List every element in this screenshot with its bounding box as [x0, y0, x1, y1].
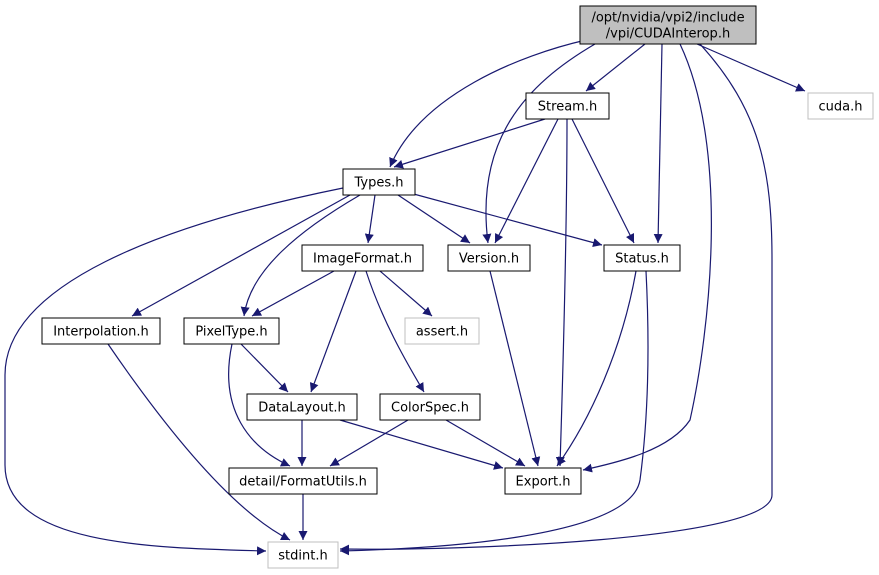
node-export[interactable]: Export.h: [504, 467, 582, 495]
edge-root-to-status: [653, 43, 663, 244]
node-status[interactable]: Status.h: [603, 244, 681, 272]
node-assert[interactable]: assert.h: [404, 317, 480, 345]
node-label: DataLayout.h: [258, 401, 346, 416]
node-box: [525, 92, 610, 120]
node-box: [447, 244, 531, 272]
node-datalayout[interactable]: DataLayout.h: [246, 393, 358, 421]
edge-root-to-stream: [585, 43, 646, 92]
node-label: Export.h: [516, 475, 571, 490]
node-stream[interactable]: Stream.h: [525, 92, 610, 120]
node-label: ImageFormat.h: [313, 252, 412, 267]
edge-root-to-types: [389, 39, 587, 168]
node-stdint[interactable]: stdint.h: [267, 541, 339, 569]
edge-types-to-version: [397, 194, 471, 244]
header-nodes: /opt/nvidia/vpi2/include/vpi/CUDAInterop…: [41, 5, 874, 569]
node-label: Types.h: [353, 176, 403, 191]
edge-types-to-pixeltype: [240, 194, 361, 317]
node-version[interactable]: Version.h: [447, 244, 531, 272]
edge-types-to-stdint: [4, 187, 344, 556]
edge-root-to-export: [582, 43, 712, 473]
dependency-edges: [4, 39, 806, 556]
node-box: [41, 317, 161, 345]
node-box: [504, 467, 582, 495]
edge-imageformat-to-datalayout: [309, 270, 357, 393]
edge-stream-to-version: [494, 118, 559, 244]
node-label: /vpi/CUDAInterop.h: [606, 27, 730, 42]
edge-status-to-stdint: [339, 270, 649, 556]
node-box: [246, 393, 358, 421]
edge-types-to-imageformat: [364, 194, 376, 244]
node-label: cuda.h: [819, 100, 863, 115]
edge-imageformat-to-assert: [379, 270, 433, 317]
node-cuda[interactable]: cuda.h: [807, 92, 874, 120]
node-label: Interpolation.h: [53, 325, 149, 340]
edge-interpolation-to-stdint: [107, 343, 291, 541]
node-box: [603, 244, 681, 272]
node-box: [404, 317, 480, 345]
node-colorspec[interactable]: ColorSpec.h: [379, 393, 481, 421]
edge-root-to-stdint: [339, 43, 773, 554]
node-label: Status.h: [615, 252, 669, 267]
edge-colorspec-to-formatutils: [329, 419, 409, 467]
node-label: Stream.h: [538, 100, 597, 115]
edge-root-to-cuda: [696, 43, 806, 92]
edge-imageformat-to-colorspec: [365, 270, 425, 393]
node-box: [301, 244, 424, 272]
edge-datalayout-to-export: [339, 419, 504, 470]
node-box: [183, 317, 280, 345]
edge-version-to-export: [489, 270, 541, 467]
edge-pixeltype-to-formatutils: [228, 343, 291, 467]
edge-colorspec-to-export: [445, 419, 526, 467]
edge-root-to-version: [482, 43, 596, 244]
node-pixeltype[interactable]: PixelType.h: [183, 317, 280, 345]
node-label: detail/FormatUtils.h: [239, 475, 367, 490]
edge-types-to-interpolation: [131, 194, 351, 317]
edge-status-to-export: [556, 270, 637, 467]
node-formatutils[interactable]: detail/FormatUtils.h: [228, 467, 378, 495]
node-imageformat[interactable]: ImageFormat.h: [301, 244, 424, 272]
node-box: [228, 467, 378, 495]
node-label: ColorSpec.h: [391, 401, 469, 416]
edge-stream-to-status: [571, 118, 635, 244]
node-box: [807, 92, 874, 120]
node-box: [267, 541, 339, 569]
node-interpolation[interactable]: Interpolation.h: [41, 317, 161, 345]
edge-pixeltype-to-datalayout: [240, 343, 289, 393]
node-label: stdint.h: [278, 549, 327, 564]
node-label: /opt/nvidia/vpi2/include: [591, 11, 744, 26]
node-box: [579, 5, 757, 45]
node-label: Version.h: [459, 252, 519, 267]
node-box: [379, 393, 481, 421]
edge-imageformat-to-pixeltype: [251, 270, 335, 317]
node-types[interactable]: Types.h: [342, 168, 416, 196]
node-root[interactable]: /opt/nvidia/vpi2/include/vpi/CUDAInterop…: [579, 5, 757, 45]
edge-stream-to-export: [555, 118, 568, 467]
edge-stream-to-types: [393, 118, 546, 169]
edge-types-to-status: [409, 192, 603, 247]
node-box: [342, 168, 416, 196]
node-label: PixelType.h: [195, 325, 267, 340]
node-label: assert.h: [416, 325, 468, 340]
